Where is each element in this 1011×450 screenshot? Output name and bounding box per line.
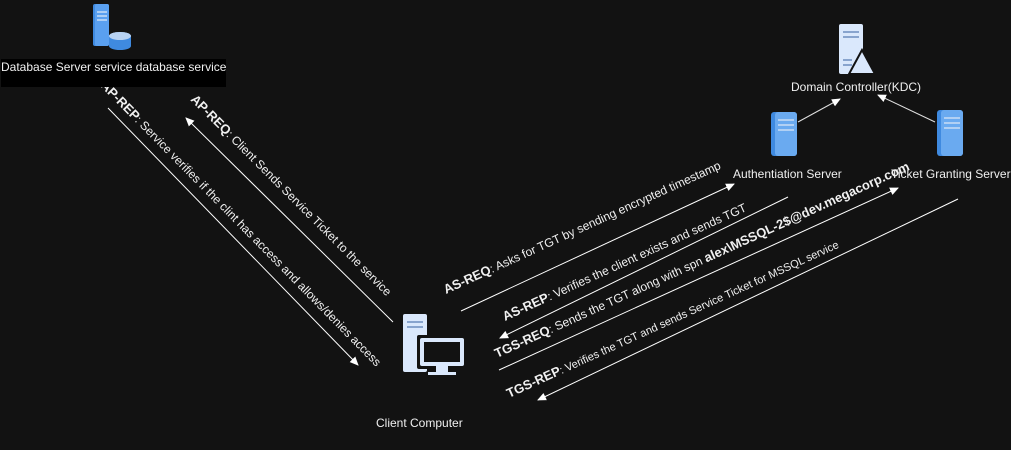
database-server-icon bbox=[93, 4, 131, 50]
as-req-arrow bbox=[460, 183, 735, 312]
database-server-label: Database Server service database service bbox=[1, 59, 227, 87]
authentication-server-label: Authentiation Server bbox=[733, 167, 842, 181]
tgs-rep-arrow bbox=[537, 198, 959, 401]
ticket-granting-server-label: Ticket Granting Server bbox=[891, 167, 1011, 181]
ap-rep-arrow bbox=[107, 107, 359, 366]
tgs-req-arrow bbox=[498, 187, 899, 371]
as-rep-arrow bbox=[499, 196, 789, 339]
ap-rep-label: AP-REP: Service verifies if the clint ha… bbox=[98, 78, 385, 370]
client-computer-label: Client Computer bbox=[376, 416, 463, 430]
authentication-server-icon bbox=[771, 112, 797, 156]
ticket-granting-server-icon bbox=[937, 110, 963, 156]
domain-controller-icon bbox=[839, 24, 877, 75]
tgs-rep-label: TGS-REP: Verifies the TGT and sends Serv… bbox=[504, 236, 841, 400]
domain-controller-label: Domain Controller(KDC) bbox=[791, 80, 922, 94]
as-to-kdc-connector bbox=[797, 98, 841, 123]
tgs-to-kdc-connector bbox=[877, 94, 936, 123]
client-computer-icon bbox=[403, 314, 467, 375]
ap-req-arrow bbox=[185, 117, 394, 323]
tgs-req-label: TGS-REQ: Sends the TGT along with spn al… bbox=[492, 159, 912, 361]
